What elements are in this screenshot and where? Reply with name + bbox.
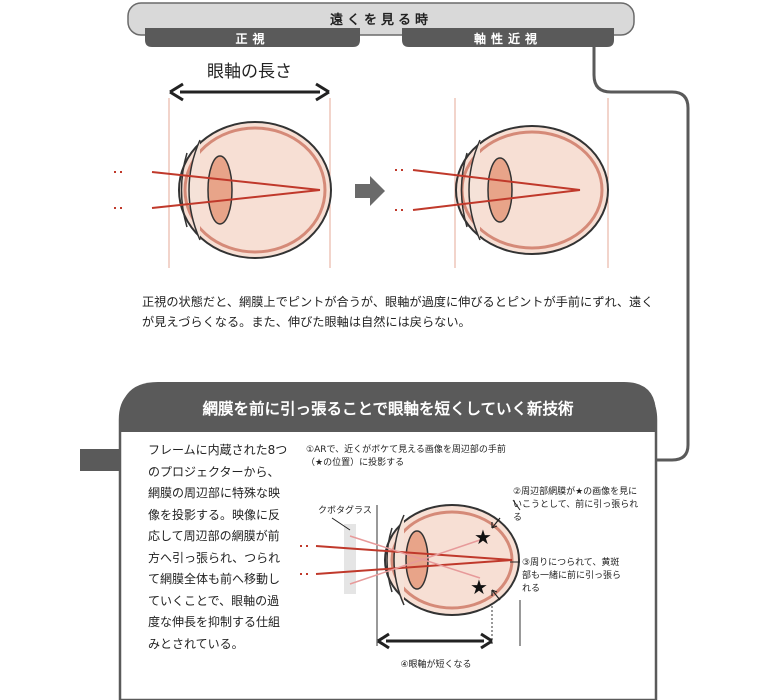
axis-length-arrow [169,82,330,102]
axis-length-label: 眼軸の長さ [207,62,292,82]
note-2: ②周辺部網膜が★の画像を見にいこうとして、前に引っ張られる [513,487,639,523]
myopic-eye-diagram [395,125,609,255]
left-label-tab [145,28,360,47]
kubota-glass-lens [344,524,356,594]
connector-line [592,38,690,462]
note-3: ③周りにつられて、黄斑部も一緒に前に引っ張られる [522,558,622,594]
normal-eye-diagram [114,121,332,259]
left-label: 正視 [235,32,270,46]
header-title: 遠くを見る時 [329,13,432,28]
star-icon: ★ [470,575,488,599]
description-text: 正視の状態だと、網膜上でピントが合うが、眼軸が過度に伸びるとピントが手前にずれ、… [142,295,654,329]
axis-short-arrow [377,632,493,650]
note-4: ④眼軸が短くなる [400,660,472,670]
technology-title: 網膜を前に引っ張ることで眼軸を短くしていく新技術 [202,400,574,418]
right-label: 軸性近視 [473,32,542,46]
treated-eye-diagram: ★ ★ [300,499,521,646]
star-icon: ★ [474,525,492,549]
connector-left-tab [80,449,120,471]
glasses-label: クボタグラス [318,506,372,516]
technology-title-bar [120,382,656,432]
note-1: ①ARで、近くがボケて見える画像を周辺部の手前（★の位置）に投影する [306,445,506,468]
technology-body: フレームに内蔵された8つのプロジェクターから、網膜の周辺部に特殊な映像を投影する… [148,443,288,651]
right-label-tab [402,28,614,47]
top-banner [127,2,635,36]
transition-arrow [355,176,385,206]
